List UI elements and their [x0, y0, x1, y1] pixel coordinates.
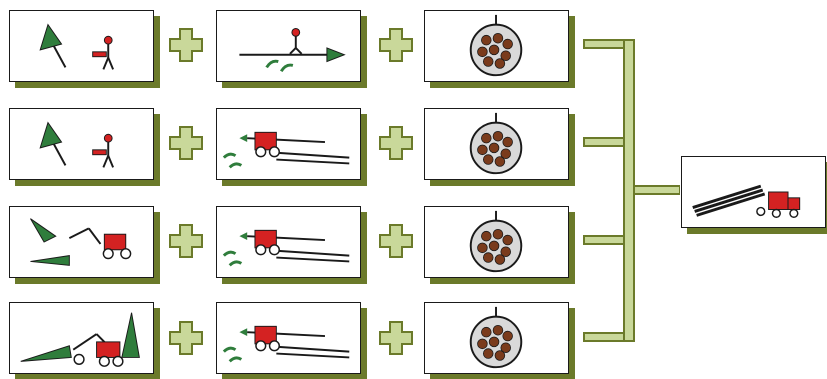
grapple-bundle-icon: [469, 14, 523, 77]
feller-buncher-icon: [30, 218, 132, 266]
processing-panel-row2: [216, 108, 361, 180]
skidder-extraction-icon: [222, 229, 350, 267]
grapple-bundle-icon: [469, 112, 523, 175]
manual-delimbing-icon: [239, 28, 346, 73]
loading-panel-row1: [424, 10, 569, 82]
plus-icon: [376, 25, 416, 65]
skidder-extraction-icon: [222, 131, 350, 169]
chainsaw-felling-icon: [39, 121, 114, 168]
loading-panel-row4: [424, 302, 569, 374]
plus-icon: [376, 221, 416, 261]
felling-panel-row2: [9, 108, 154, 180]
loading-panel-row3: [424, 206, 569, 278]
grapple-bundle-icon: [469, 306, 523, 369]
grapple-bundle-icon: [469, 210, 523, 273]
felling-panel-row4: [9, 302, 154, 374]
merge-bracket: [580, 30, 680, 350]
chainsaw-felling-icon: [39, 23, 114, 70]
plus-icon: [166, 25, 206, 65]
plus-icon: [376, 318, 416, 358]
plus-icon: [376, 123, 416, 163]
processing-panel-row3: [216, 206, 361, 278]
felling-panel-row1: [9, 10, 154, 82]
felling-panel-row3: [9, 206, 154, 278]
loading-panel-row2: [424, 108, 569, 180]
harvester-icon: [20, 312, 140, 367]
processing-panel-row4: [216, 302, 361, 374]
log-truck-icon: [692, 184, 801, 219]
plus-icon: [166, 318, 206, 358]
plus-icon: [166, 221, 206, 261]
skidder-extraction-icon: [222, 325, 350, 363]
log-truck-panel: [681, 156, 826, 228]
processing-panel-row1: [216, 10, 361, 82]
plus-icon: [166, 123, 206, 163]
